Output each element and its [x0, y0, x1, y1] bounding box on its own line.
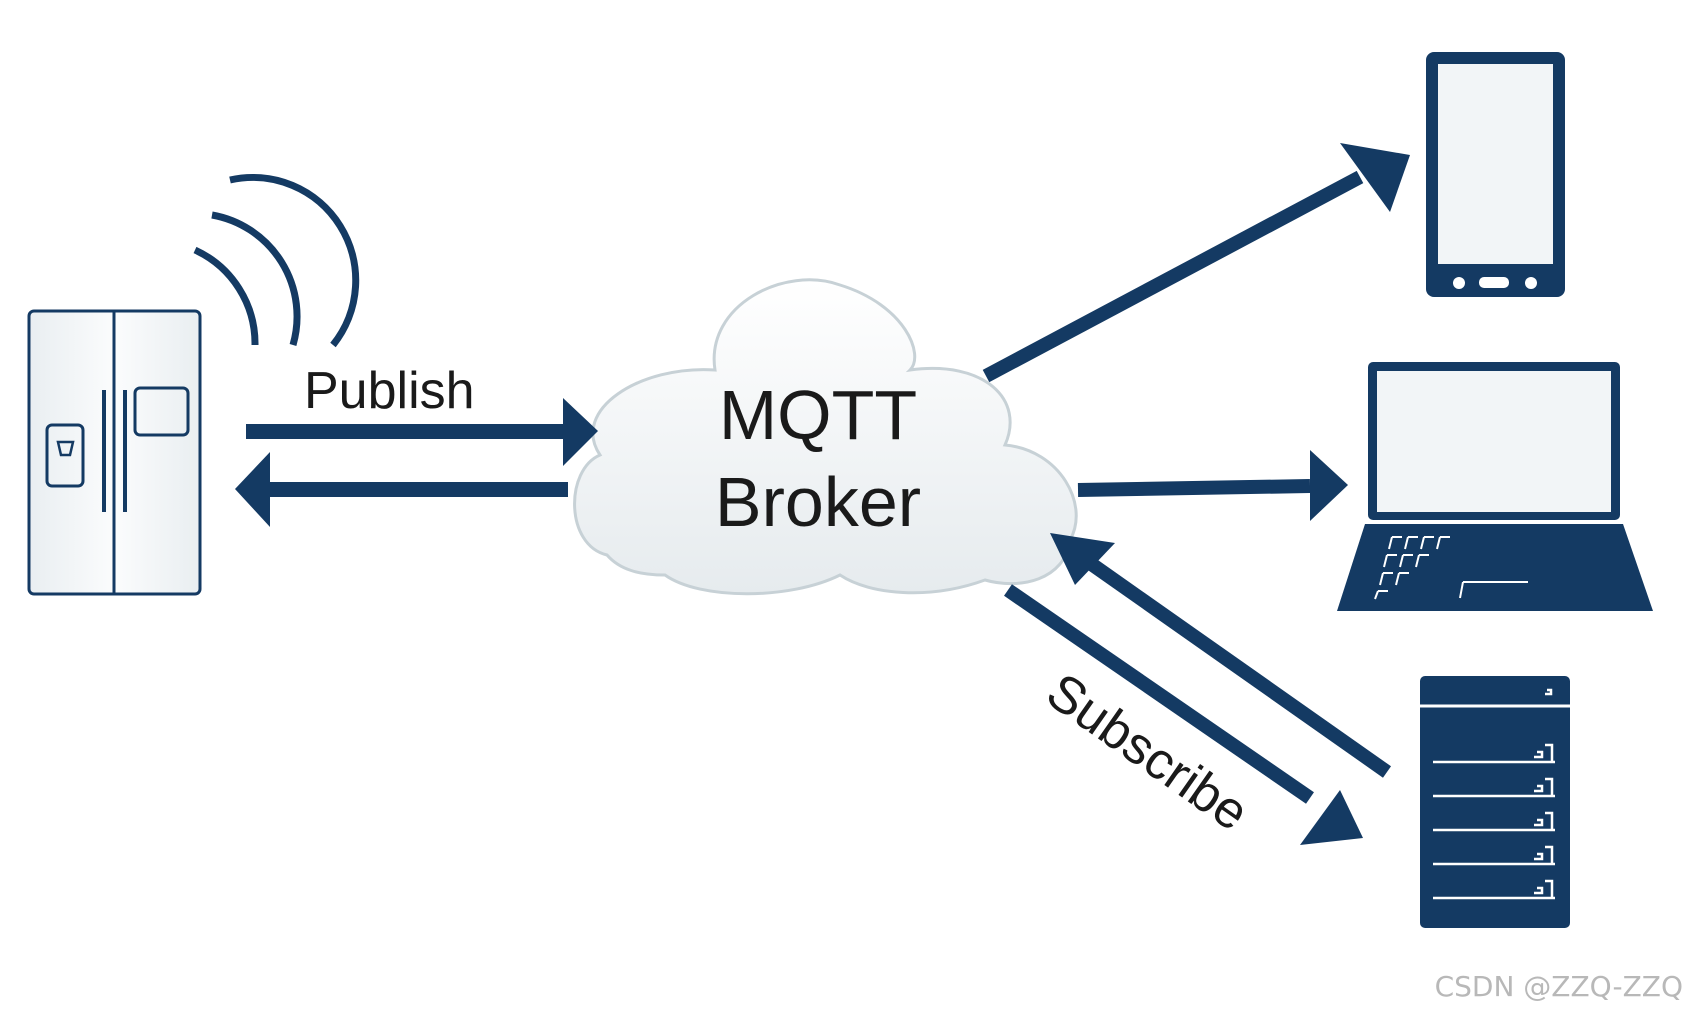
broker-title-line2: Broker [715, 463, 921, 541]
broker-title-line1: MQTT [719, 376, 917, 454]
arrow-to-laptop [1077, 450, 1348, 521]
wireless-signal-icon [193, 173, 360, 348]
return-arrow [235, 452, 568, 527]
publish-label: Publish [304, 362, 475, 420]
refrigerator-icon [27, 309, 202, 596]
smartphone-icon [1426, 52, 1565, 297]
cloud-icon [573, 278, 1078, 596]
laptop-icon [1337, 362, 1653, 611]
publish-arrow [246, 398, 598, 466]
server-icon [1420, 676, 1570, 928]
arrow-broker-to-server [1004, 584, 1363, 845]
watermark: CSDN @ZZQ-ZZQ [1435, 970, 1683, 1003]
arrow-to-smartphone [982, 143, 1410, 383]
arrow-server-to-broker [1050, 533, 1392, 778]
